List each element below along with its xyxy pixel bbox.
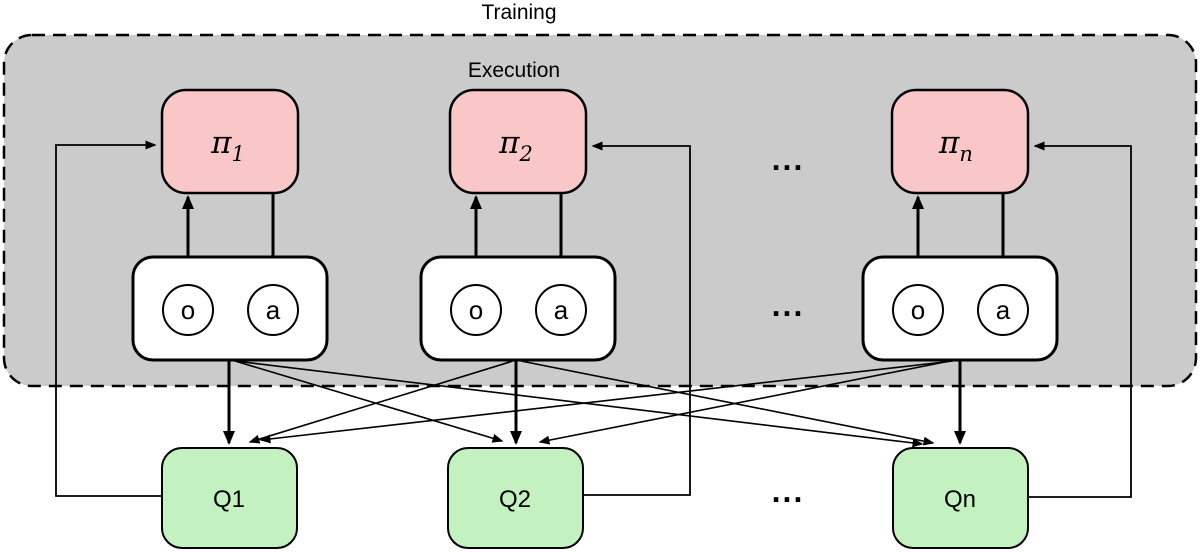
ellipsis-obs-row: ...: [772, 287, 805, 323]
q-label-q1: Q1: [213, 486, 245, 513]
q-label-q2: Q2: [499, 486, 531, 513]
observation-label-n: o: [911, 295, 925, 325]
action-label-1: a: [266, 295, 281, 325]
ellipsis-policy-row: ...: [772, 141, 805, 177]
action-node-n: [977, 284, 1029, 336]
loop-q2-to-pi2: [583, 141, 691, 496]
training-label: Training: [481, 1, 556, 24]
observation-label-2: o: [469, 295, 483, 325]
action-label-n: a: [996, 295, 1011, 325]
q-node-q1: [161, 447, 298, 549]
action-node-2: [535, 284, 587, 336]
loop-qn-to-pin: [1028, 141, 1132, 498]
cross-arrow-boxn-to-q2: [538, 360, 951, 445]
execution-label: Execution: [468, 59, 560, 82]
observation-node-1: [162, 284, 214, 336]
loop-q1-to-pi1: [55, 140, 162, 497]
cross-arrow-box2-to-q1: [248, 360, 514, 444]
policy-node-pi1: [160, 88, 300, 195]
cross-arrow-box2-to-qn: [520, 360, 935, 446]
observation-label-1: o: [181, 295, 195, 325]
agent-2-column: π2 o a Q2: [419, 88, 617, 549]
q-node-qn: [892, 447, 1029, 549]
cross-arrow-boxn-to-q1: [259, 360, 954, 444]
observation-node-2: [450, 284, 502, 336]
q-node-q2: [447, 447, 584, 549]
policy-node-pi2: [448, 88, 588, 195]
policy-label-pin: πn: [938, 125, 973, 166]
action-node-1: [247, 284, 299, 336]
observation-node-n: [892, 284, 944, 336]
policy-label-pi2: π2: [498, 125, 533, 166]
cross-arrow-box1-to-qn: [234, 360, 924, 448]
q-label-qn: Qn: [944, 486, 976, 513]
agent-n-column: πn o a Qn: [861, 88, 1059, 549]
action-label-2: a: [554, 295, 569, 325]
cross-arrow-box1-to-q2: [234, 360, 504, 443]
ellipsis-q-row: ...: [772, 473, 805, 509]
policy-label-pi1: π1: [210, 125, 245, 166]
policy-node-pin: [890, 88, 1030, 195]
agent-1-column: π1 o a Q1: [131, 88, 329, 549]
